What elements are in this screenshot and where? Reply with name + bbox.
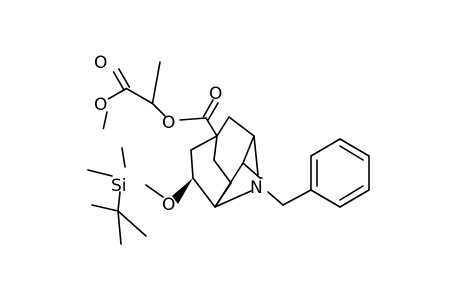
atom-o-carbonyl-main: O (209, 84, 222, 104)
bond-quaternary-c-to-me-c (117, 210, 122, 245)
bond-o-to-si (145, 184, 164, 198)
bond-c10-c11 (213, 159, 232, 184)
bond-ring-inner-b (339, 145, 364, 161)
bond-si-to-methyl-a (87, 169, 113, 177)
atom-o-silyl: O (162, 195, 175, 215)
bonds-main-carbonyl (202, 99, 219, 137)
bond-c7-c8 (190, 149, 194, 179)
bonds-bicyclic-core (190, 116, 263, 208)
bond-si-to-quaternary-c (117, 191, 121, 212)
atom-o-ester: O (162, 113, 175, 133)
bond-c8-c9 (192, 177, 216, 208)
atom-o-carbonyl-ester: O (94, 53, 107, 73)
atom-labels: O O O O Si O N (94, 53, 263, 215)
bond-quaternary-c-to-me-a (91, 204, 119, 212)
bond-carbonyl-c-to-ring-c (205, 117, 218, 137)
bond-ring-2-3 (310, 138, 341, 157)
bond-c1-n (253, 135, 259, 176)
bond-c1-c2 (242, 135, 255, 164)
bond-ester-c-to-alpha-c (125, 87, 154, 105)
atom-n-amine: N (250, 178, 263, 198)
bond-alpha-c-to-methyl (151, 61, 161, 105)
bond-ester-carbonyl-double-b (118, 68, 131, 88)
bond-alpha-c-to-o-ester (151, 102, 166, 117)
bond-quaternary-c-to-me-b (117, 210, 147, 237)
bond-ch2-to-ring (282, 189, 312, 206)
bond-c6-c7 (190, 135, 218, 151)
bond-c5-c1 (228, 116, 255, 137)
bond-c11-c9 (214, 182, 232, 208)
bond-c2-c3 (242, 162, 261, 179)
bond-ester-carbonyl-double-a (112, 71, 125, 91)
bond-ring-3-4 (339, 138, 370, 157)
bonds-lactate (102, 61, 207, 130)
bond-main-carbonyl-double-b (207, 102, 219, 121)
bond-o-methoxy-to-ch3 (102, 111, 108, 130)
bond-ring-6-1 (310, 189, 341, 208)
bond-ester-c-to-o-methoxy (107, 87, 128, 100)
bond-o-ester-to-carbonyl-c (179, 117, 207, 121)
bonds-tbs (87, 147, 164, 245)
bond-c9-n (214, 190, 252, 208)
atom-si: Si (111, 176, 127, 196)
bonds-benzyl (267, 138, 370, 208)
bond-c6-c5 (216, 116, 230, 137)
bond-n-to-ch2 (267, 191, 284, 206)
atom-o-methoxy: O (94, 95, 107, 115)
wedge-bond-c8-o (172, 178, 193, 204)
bond-c6-c10 (213, 135, 218, 161)
bond-main-carbonyl-double-a (202, 99, 214, 118)
bond-ring-5-6 (339, 189, 370, 208)
bond-si-to-methyl-b (121, 147, 126, 168)
bond-ring-inner-c (339, 185, 364, 201)
